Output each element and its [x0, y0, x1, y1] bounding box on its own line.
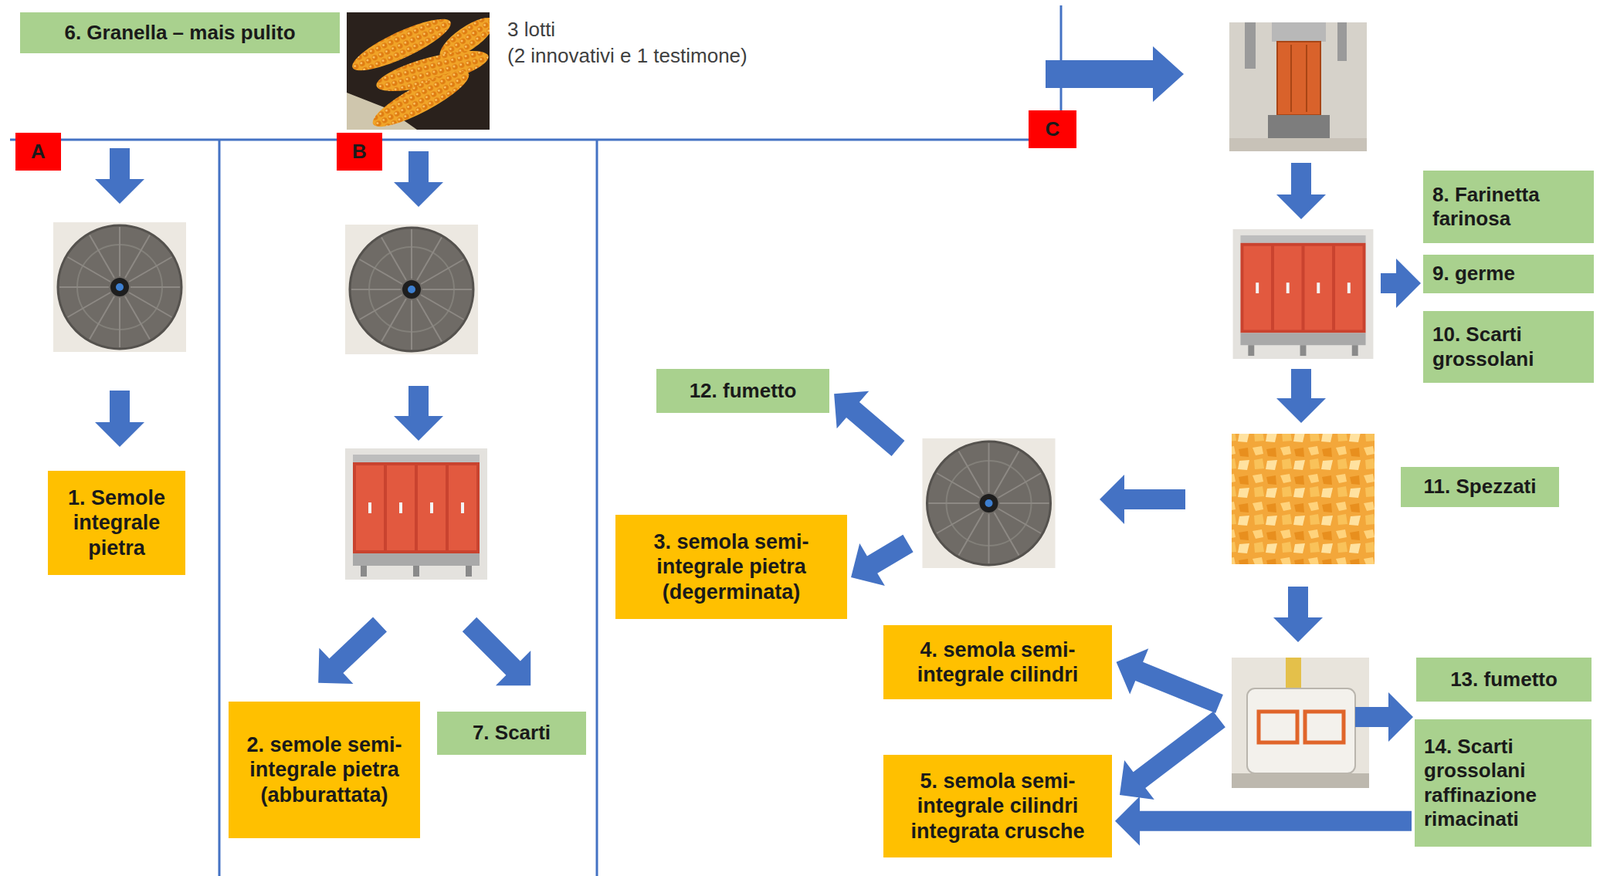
flour-box: 4. semola semi-integrale cilindri — [883, 625, 1112, 700]
flow-arrow — [94, 148, 145, 204]
feed-tube — [1285, 657, 1302, 689]
floor — [1231, 773, 1370, 789]
box-text: 12. fumetto — [664, 379, 822, 404]
box-text: 1. Semole integrale pietra — [55, 485, 178, 561]
pipe — [1244, 22, 1256, 69]
flour-box: 1. Semole integrale pietra — [47, 471, 186, 576]
column-groove — [1305, 44, 1308, 112]
flow-arrow — [94, 390, 145, 448]
flow-arrow — [393, 151, 444, 207]
note-text: (2 innovativi e 1 testimone) — [507, 43, 748, 69]
box-text: 11. Spezzati — [1408, 474, 1552, 499]
floor — [1229, 138, 1367, 152]
flow-arrow — [1105, 700, 1235, 816]
box-text: 2. semole semi-integrale pietra (abburat… — [236, 732, 413, 808]
box-text: B — [344, 139, 375, 164]
column-groove — [1290, 44, 1292, 112]
output-box: 6. Granella – mais pulito — [20, 12, 340, 54]
corn-grits — [1231, 433, 1375, 565]
box-text: 14. Scarti grossolani raffinazione rimac… — [1423, 735, 1584, 832]
plansifter — [1233, 229, 1374, 360]
output-box: 8. Farinetta farinosa — [1423, 170, 1594, 244]
output-box: 10. Scarti grossolani — [1423, 311, 1594, 384]
box-text: 5. semola semi-integrale cilindri integr… — [891, 769, 1105, 845]
corn-cob — [366, 61, 475, 130]
flow-arrow — [1045, 46, 1184, 102]
photo-ground — [1231, 657, 1370, 789]
line-marker: C — [1028, 110, 1077, 149]
flow-arrow — [1115, 796, 1412, 847]
flour-box: 5. semola semi-integrale cilindri integr… — [883, 755, 1112, 858]
box-text: 3. semola semi-integrale pietra (degermi… — [623, 529, 840, 605]
box-text: 13. fumetto — [1423, 667, 1584, 692]
flow-arrow — [301, 606, 397, 702]
flow-arrow — [817, 375, 914, 468]
flour-box: 3. semola semi-integrale pietra (degermi… — [615, 515, 848, 620]
mill-window — [1258, 711, 1298, 743]
housing-base — [1267, 115, 1330, 139]
box-text: 6. Granella – mais pulito — [27, 20, 333, 45]
box-text: 9. germe — [1432, 261, 1587, 286]
line-marker: A — [15, 132, 62, 171]
corn-grits-photo — [1231, 433, 1375, 565]
mill-window — [1305, 711, 1344, 743]
photo-ground — [1229, 22, 1367, 152]
roller-mill — [1231, 657, 1370, 789]
output-box: 9. germe — [1423, 254, 1594, 294]
housing-top — [1271, 22, 1326, 42]
box-text: 7. Scarti — [444, 721, 579, 746]
flow-arrow — [451, 606, 548, 703]
output-box: 14. Scarti grossolani raffinazione rimac… — [1414, 719, 1592, 848]
box-text: 8. Farinetta farinosa — [1432, 183, 1587, 231]
corn-photo — [346, 12, 490, 130]
box-text: 4. semola semi-integrale cilindri — [891, 637, 1105, 689]
flow-arrow — [1355, 692, 1414, 743]
flow-arrow — [1276, 162, 1326, 220]
pipe — [1337, 22, 1347, 62]
output-box: 12. fumetto — [656, 369, 830, 414]
stone-mill — [922, 438, 1056, 569]
flow-arrow — [393, 386, 444, 441]
flow-arrow — [1380, 258, 1421, 309]
flow-arrows — [94, 46, 1421, 815]
flow-arrow — [1273, 586, 1323, 643]
box-text: 10. Scarti grossolani — [1432, 322, 1587, 371]
output-box: 7. Scarti — [437, 711, 587, 756]
stone-mill — [345, 224, 478, 355]
line-marker: B — [336, 132, 383, 171]
note-text: 3 lotti — [507, 16, 556, 43]
stone-mill — [53, 222, 187, 353]
degerminator — [1229, 22, 1367, 152]
box-text: A — [23, 139, 54, 164]
output-box: 11. Spezzati — [1400, 467, 1560, 508]
distribution-line — [10, 5, 1063, 876]
flow-arrow — [1276, 369, 1326, 424]
flow-arrow — [1099, 474, 1186, 525]
output-box: 13. fumetto — [1416, 657, 1592, 702]
flow-arrow — [838, 522, 922, 599]
mill-body — [1247, 688, 1356, 774]
rotor-column — [1277, 41, 1321, 116]
box-text: C — [1036, 117, 1069, 142]
flour-box: 2. semole semi-integrale pietra (abburat… — [228, 701, 421, 839]
plansifter — [345, 448, 488, 580]
